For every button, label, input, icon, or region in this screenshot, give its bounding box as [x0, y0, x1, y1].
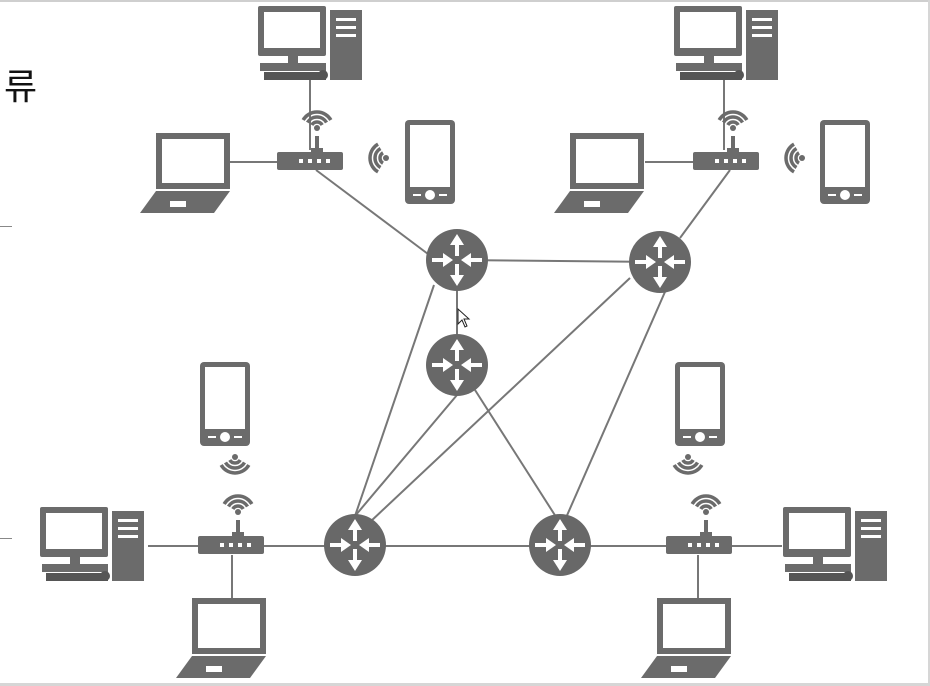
left-edge-tick	[0, 226, 12, 227]
wifi-signal-icon	[368, 142, 389, 174]
network-link	[679, 169, 731, 239]
wireless-access-point-icon	[693, 136, 759, 170]
laptop-icon	[554, 133, 644, 213]
wireless-access-point-icon	[277, 136, 343, 170]
desktop-computer-icon	[783, 507, 887, 581]
slide-heading-fragment: 류	[4, 67, 38, 108]
slide-right-border	[928, 0, 930, 686]
wifi-signal-icon	[717, 110, 749, 131]
network-link	[564, 284, 669, 521]
network-link	[354, 394, 458, 517]
left-edge-tick	[0, 538, 12, 539]
wireless-access-point-icon	[666, 520, 732, 554]
router-icon	[426, 229, 488, 291]
network-link	[354, 284, 435, 517]
wireless-access-point-icon	[198, 520, 264, 554]
laptop-icon	[641, 598, 731, 678]
wifi-signal-icon	[222, 494, 254, 515]
slide-bottom-border	[0, 683, 930, 686]
smartphone-icon	[675, 362, 725, 446]
wifi-signal-icon	[784, 142, 805, 174]
network-link	[456, 259, 659, 263]
slide-top-border	[0, 0, 930, 2]
mouse-cursor-icon	[457, 307, 471, 328]
desktop-computer-icon	[674, 6, 778, 80]
laptop-icon	[140, 133, 230, 213]
router-icon	[324, 514, 386, 576]
smartphone-icon	[200, 362, 250, 446]
laptop-icon	[176, 598, 266, 678]
desktop-computer-icon	[258, 6, 362, 80]
smartphone-icon	[820, 120, 870, 204]
network-link	[369, 277, 631, 523]
network-links	[148, 75, 782, 598]
wifi-signal-icon	[690, 494, 722, 515]
smartphone-icon	[405, 120, 455, 204]
network-devices	[40, 6, 887, 678]
router-icon	[426, 334, 488, 396]
router-icon	[529, 514, 591, 576]
wifi-signal-icon	[672, 454, 704, 475]
router-icon	[629, 231, 691, 293]
network-link	[315, 169, 429, 255]
network-link	[474, 389, 559, 521]
wifi-signal-icon	[219, 454, 251, 475]
desktop-computer-icon	[40, 507, 144, 581]
wifi-signal-icon	[301, 110, 333, 131]
